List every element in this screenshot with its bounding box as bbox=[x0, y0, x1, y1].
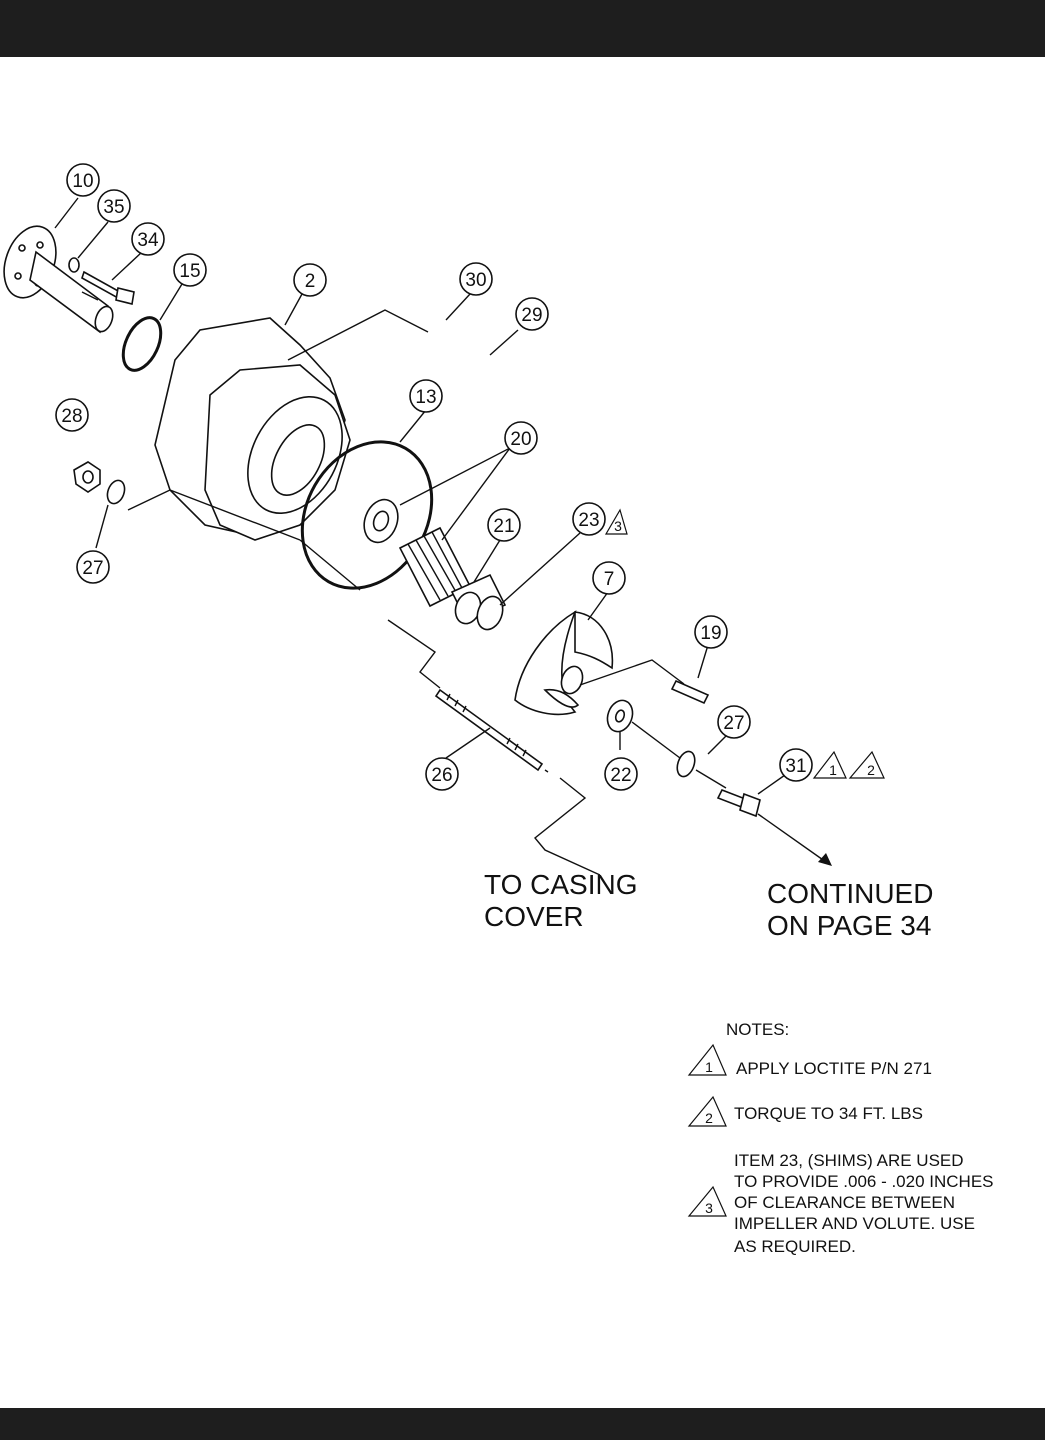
svg-text:28: 28 bbox=[61, 406, 82, 427]
triangle-mark-item31-a: 1 bbox=[812, 750, 847, 779]
callout-34: 34 bbox=[131, 222, 165, 256]
continued-arrow bbox=[757, 813, 832, 866]
part-31-screw bbox=[716, 788, 761, 818]
note-2-text: TORQUE TO 34 FT. LBS bbox=[734, 1104, 923, 1123]
svg-text:3: 3 bbox=[705, 1200, 713, 1216]
svg-text:30: 30 bbox=[465, 270, 486, 291]
svg-text:27: 27 bbox=[82, 558, 103, 579]
callout-22: 22 bbox=[604, 757, 638, 791]
triangle-mark-item23: 3 bbox=[604, 508, 628, 535]
svg-text:23: 23 bbox=[578, 510, 599, 531]
header-bar bbox=[0, 0, 1045, 57]
svg-text:35: 35 bbox=[103, 197, 124, 218]
note-triangle-2: 2 bbox=[687, 1095, 727, 1127]
svg-text:19: 19 bbox=[700, 623, 721, 644]
notes-heading: NOTES: bbox=[726, 1020, 790, 1039]
part-10-flange bbox=[3, 225, 114, 334]
note-3-line-1: ITEM 23, (SHIMS) ARE USED bbox=[734, 1151, 964, 1170]
svg-text:27: 27 bbox=[723, 713, 744, 734]
part-19-key bbox=[670, 679, 710, 705]
leader-lines bbox=[54, 197, 786, 795]
svg-text:2: 2 bbox=[305, 271, 316, 292]
part-15-oring bbox=[121, 316, 163, 372]
part-34-screw bbox=[81, 270, 135, 305]
callout-7: 7 bbox=[592, 561, 626, 595]
footer-bar bbox=[0, 1408, 1045, 1440]
callout-27-left: 27 bbox=[76, 550, 110, 584]
callout-10: 10 bbox=[66, 163, 100, 197]
svg-text:2: 2 bbox=[867, 762, 875, 778]
svg-text:21: 21 bbox=[493, 516, 514, 537]
callout-13: 13 bbox=[409, 379, 443, 413]
callout-26: 26 bbox=[425, 757, 459, 791]
note-3-line-5: AS REQUIRED. bbox=[734, 1237, 856, 1256]
note-3-line-4: IMPELLER AND VOLUTE. USE bbox=[734, 1214, 975, 1233]
svg-text:3: 3 bbox=[614, 518, 622, 534]
svg-text:1: 1 bbox=[829, 762, 837, 778]
callout-35: 35 bbox=[97, 189, 131, 223]
svg-text:31: 31 bbox=[785, 756, 806, 777]
continued-on-page-label: CONTINUED ON PAGE 34 bbox=[767, 878, 934, 941]
svg-text:7: 7 bbox=[604, 569, 615, 590]
note-triangle-3: 3 bbox=[687, 1185, 727, 1217]
callout-30: 30 bbox=[459, 262, 493, 296]
part-2-volute-housing bbox=[154, 317, 351, 541]
part-35-washer bbox=[68, 257, 80, 273]
to-casing-cover-label: TO CASING COVER bbox=[484, 869, 638, 932]
callout-31: 31 bbox=[779, 748, 813, 782]
part-27-left-washer bbox=[106, 479, 126, 505]
part-22-washer bbox=[606, 699, 634, 733]
note-triangle-1: 1 bbox=[687, 1043, 727, 1076]
note-3-line-2: TO PROVIDE .006 - .020 INCHES bbox=[734, 1172, 994, 1191]
svg-text:22: 22 bbox=[610, 765, 631, 786]
svg-text:1: 1 bbox=[705, 1059, 713, 1075]
part-7-impeller bbox=[514, 610, 614, 716]
svg-text:34: 34 bbox=[137, 230, 159, 251]
callout-23: 23 bbox=[572, 502, 606, 536]
callout-20: 20 bbox=[504, 421, 538, 455]
callout-19: 19 bbox=[694, 615, 728, 649]
part-23-shims bbox=[476, 595, 504, 631]
callout-21: 21 bbox=[487, 508, 521, 542]
part-26-stud bbox=[434, 688, 544, 772]
svg-text:20: 20 bbox=[510, 429, 531, 450]
svg-text:10: 10 bbox=[72, 171, 93, 192]
callout-2: 2 bbox=[293, 263, 327, 297]
part-20-seal bbox=[363, 498, 472, 608]
triangle-mark-item31-b: 2 bbox=[848, 750, 885, 779]
callout-29: 29 bbox=[515, 297, 549, 331]
note-3-line-3: OF CLEARANCE BETWEEN bbox=[734, 1193, 956, 1212]
svg-text:15: 15 bbox=[179, 261, 200, 282]
casing-cover-break-line bbox=[299, 539, 601, 876]
svg-text:29: 29 bbox=[521, 305, 542, 326]
callout-27-right: 27 bbox=[717, 705, 751, 739]
part-27-right-washer bbox=[676, 750, 696, 778]
part-28-nut bbox=[73, 461, 101, 493]
svg-text:26: 26 bbox=[431, 765, 452, 786]
svg-text:2: 2 bbox=[705, 1110, 713, 1126]
svg-text:13: 13 bbox=[415, 387, 436, 408]
note-1-text: APPLY LOCTITE P/N 271 bbox=[736, 1059, 932, 1078]
callout-15: 15 bbox=[173, 253, 207, 287]
callout-28: 28 bbox=[55, 398, 89, 432]
